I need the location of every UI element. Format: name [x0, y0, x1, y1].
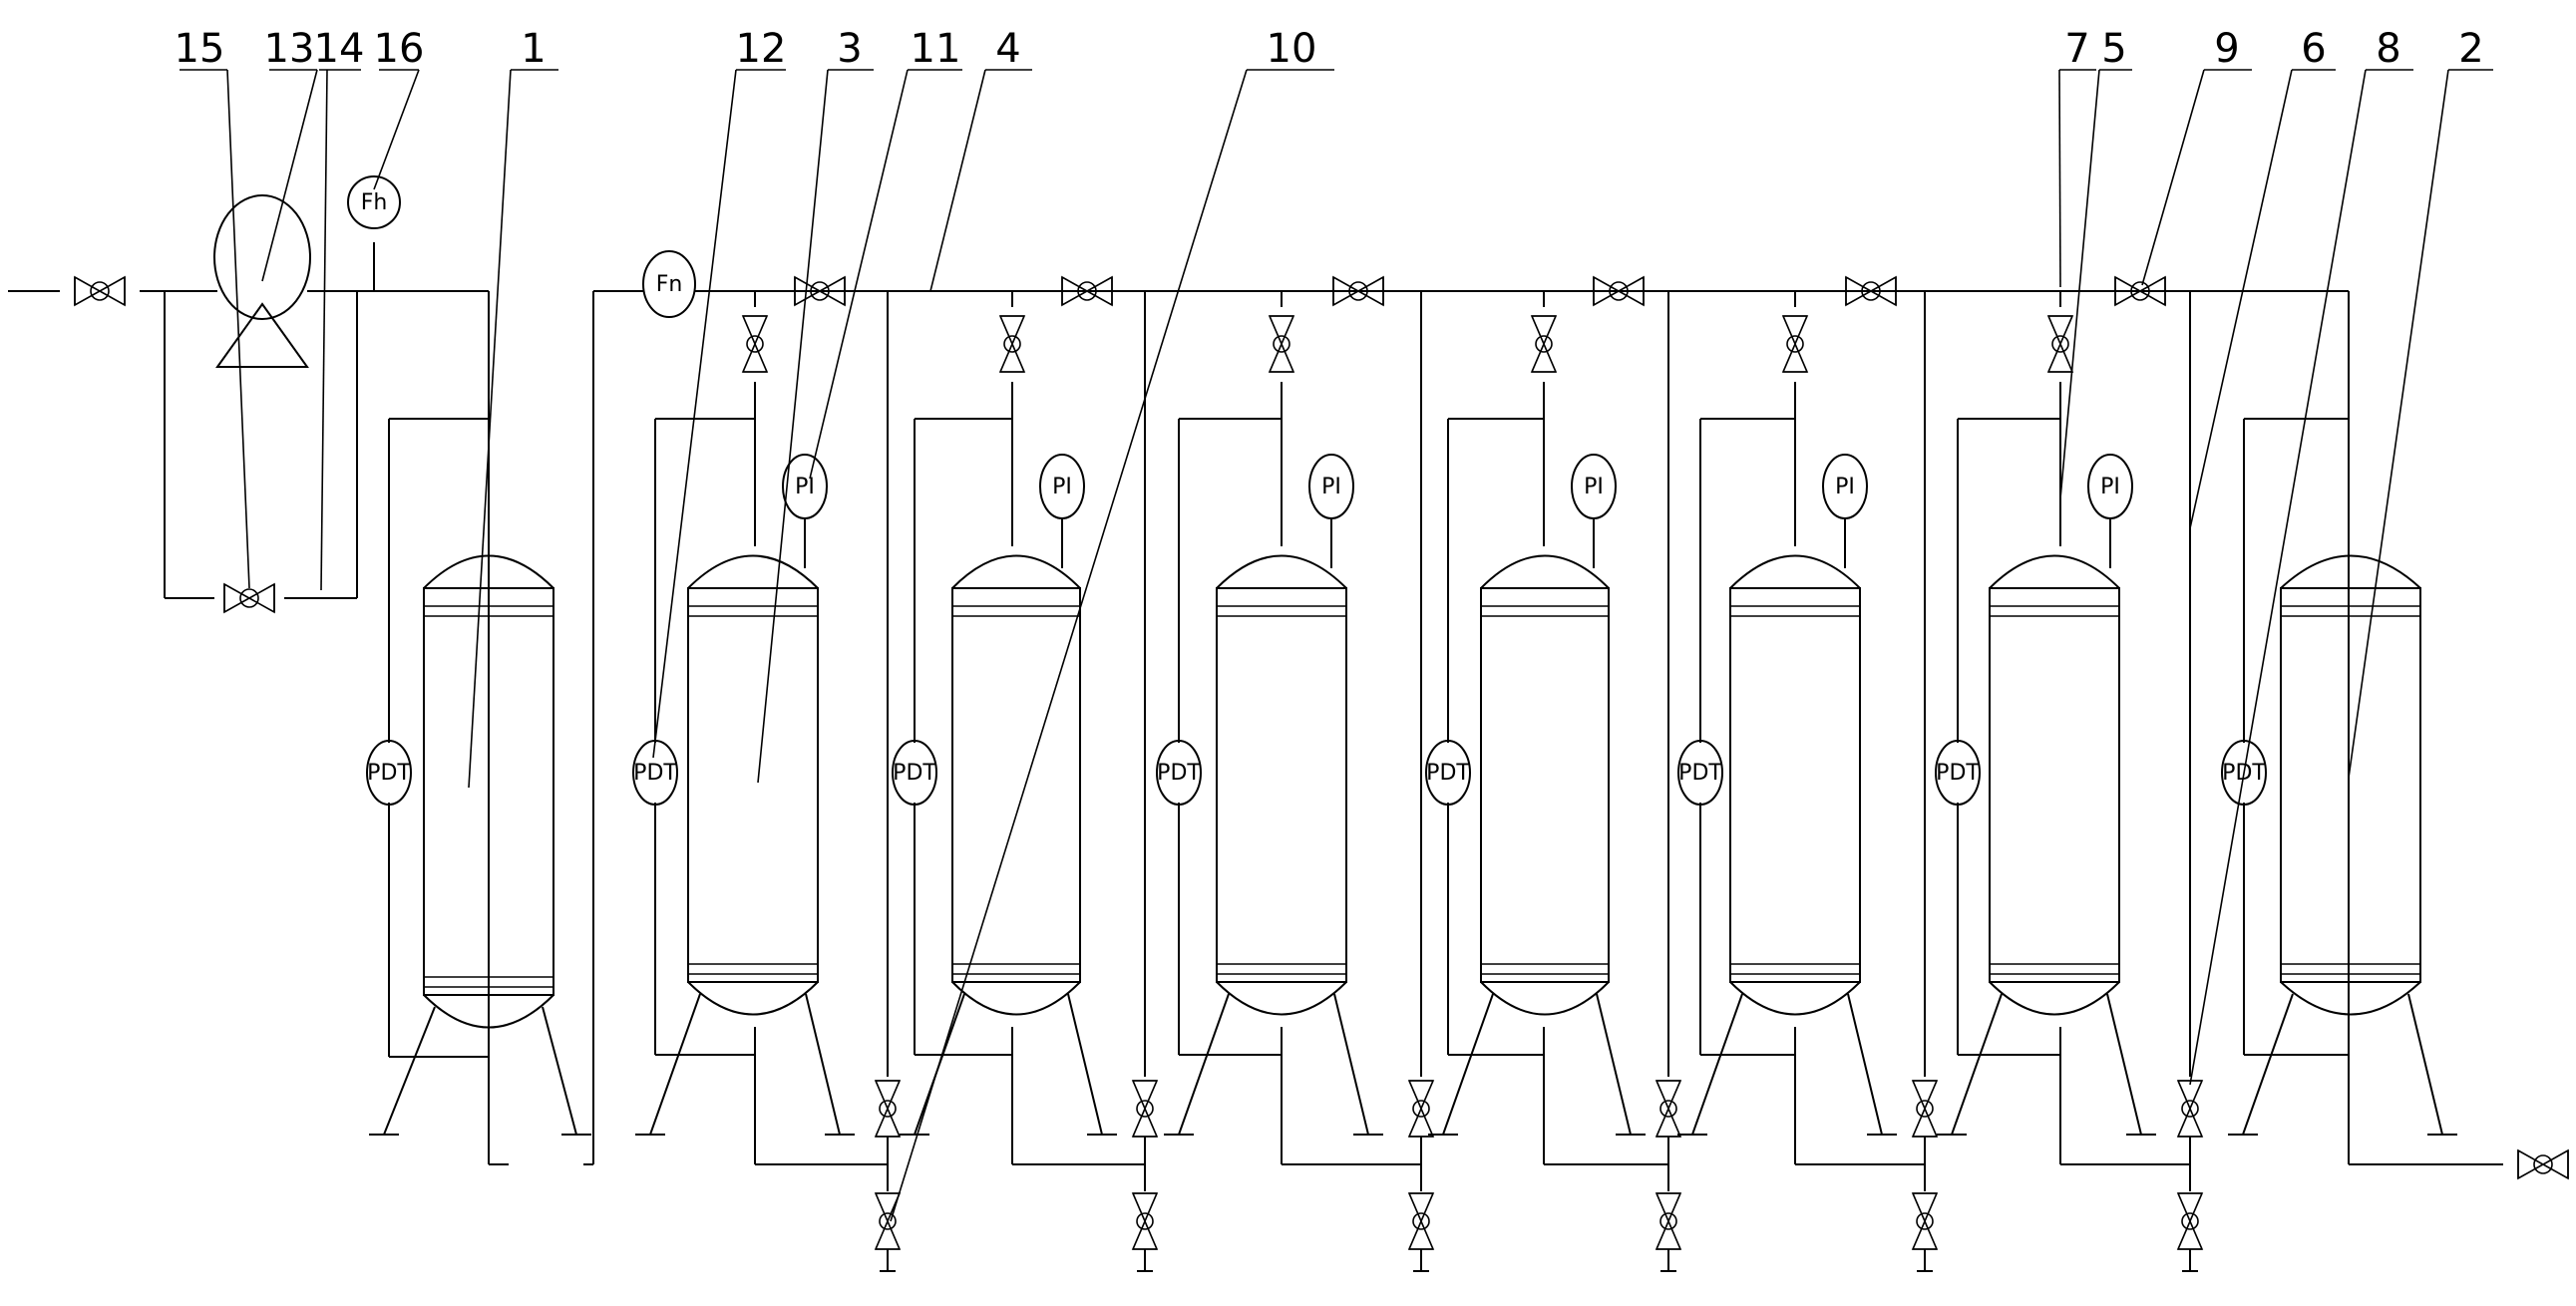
pi-label-vessel-2: PI [795, 475, 815, 499]
inlet-valve-vessel-3 [999, 315, 1025, 373]
backwash-valve-1 [875, 1080, 901, 1138]
pi-label-vessel-5: PI [1584, 475, 1604, 499]
drain-valve-2 [1132, 1192, 1158, 1250]
pdt-label-vessel-1: PDT [367, 761, 411, 786]
inlet-valve-vessel-7 [2047, 315, 2073, 373]
flow-indicator-main-label: Fn [656, 272, 683, 297]
pi-label-vessel-7: PI [2100, 475, 2120, 499]
callout-label: 2 [2458, 26, 2483, 72]
backwash-valve-3 [1408, 1080, 1434, 1138]
bypass-valve [223, 583, 275, 613]
inlet-valve-vessel-5 [1531, 315, 1557, 373]
drain-valve-6 [2177, 1192, 2203, 1250]
filter-vessel-5: PDT PI [1425, 291, 1668, 1165]
filter-vessel-4: PDT PI [1156, 291, 1421, 1165]
filter-vessel-2: PDT PI [632, 291, 888, 1165]
filter-vessel-3: PDT PI [892, 291, 1145, 1165]
pdt-label-vessel-6: PDT [1678, 761, 1722, 786]
pi-label-vessel-6: PI [1835, 475, 1855, 499]
callout-label: 12 [736, 26, 787, 72]
filter-vessel-6: PDT PI [1677, 291, 1925, 1165]
callout-label: 3 [837, 26, 862, 72]
backwash-valve-4 [1656, 1080, 1681, 1138]
filter-vessel-8: PDT [2221, 418, 2457, 1136]
filter-vessel-7: PDT PI [1935, 291, 2190, 1165]
callout-label: 4 [995, 26, 1020, 72]
callout-label: 10 [1267, 26, 1317, 72]
callout-label: 7 [2064, 26, 2089, 72]
backwash-valve-5 [1912, 1080, 1938, 1138]
callouts: 15 13 14 16 1 12 3 11 4 10 7 5 9 6 8 2 [175, 26, 2493, 1222]
drain-assembly-3 [1408, 291, 1434, 1272]
callout-label: 11 [911, 26, 961, 72]
callout-label: 9 [2214, 26, 2239, 72]
filter-vessels: PDT PI PDT PI PDT PI PDT PI PDT PI PDT PI PDT [632, 291, 2457, 1165]
callout-label: 15 [175, 26, 225, 72]
callout-label: 13 [264, 26, 315, 72]
pdt-label-vessel-4: PDT [1157, 761, 1201, 786]
callout-label: 5 [2101, 26, 2126, 72]
pdt-label-vessel-2: PDT [633, 761, 677, 786]
callout-label: 6 [2301, 26, 2326, 72]
drain-assembly-6 [2177, 291, 2203, 1272]
drain-valve-5 [1912, 1192, 1938, 1250]
callout-label: 8 [2376, 26, 2400, 72]
drain-assembly-5 [1912, 291, 1938, 1272]
pdt-label-vessel-3: PDT [893, 761, 936, 786]
inlet-valve-vessel-2 [742, 315, 768, 373]
callout-label: 1 [521, 26, 546, 72]
callout-label: 16 [374, 26, 425, 72]
drain-valve-4 [1656, 1192, 1681, 1250]
drain-valve-3 [1408, 1192, 1434, 1250]
pi-label-vessel-3: PI [1052, 475, 1072, 499]
pump [213, 194, 489, 368]
pdt-label-vessel-7: PDT [1936, 761, 1980, 786]
inlet-valve-vessel-4 [1269, 315, 1294, 373]
inlet-section [8, 276, 358, 613]
drain-assembly-4 [1656, 291, 1681, 1272]
backwash-valve-6 [2177, 1080, 2203, 1138]
inlet-valve-vessel-6 [1782, 315, 1808, 373]
flow-indicator-top: Fh [347, 175, 401, 229]
drain-assembly-1 [875, 291, 901, 1272]
drain-assembly-2 [1132, 291, 1158, 1272]
inlet-valve [74, 276, 126, 306]
flow-indicator-top-label: Fh [361, 190, 388, 215]
callout-label: 14 [314, 26, 365, 72]
pdt-label-vessel-5: PDT [1426, 761, 1470, 786]
vessel-1: PDT [366, 291, 591, 1165]
main-header: Fn [583, 250, 2569, 1179]
outlet-valve [2517, 1149, 2569, 1179]
bottom-valves [875, 291, 2203, 1272]
pi-label-vessel-4: PI [1321, 475, 1341, 499]
backwash-valve-2 [1132, 1080, 1158, 1138]
